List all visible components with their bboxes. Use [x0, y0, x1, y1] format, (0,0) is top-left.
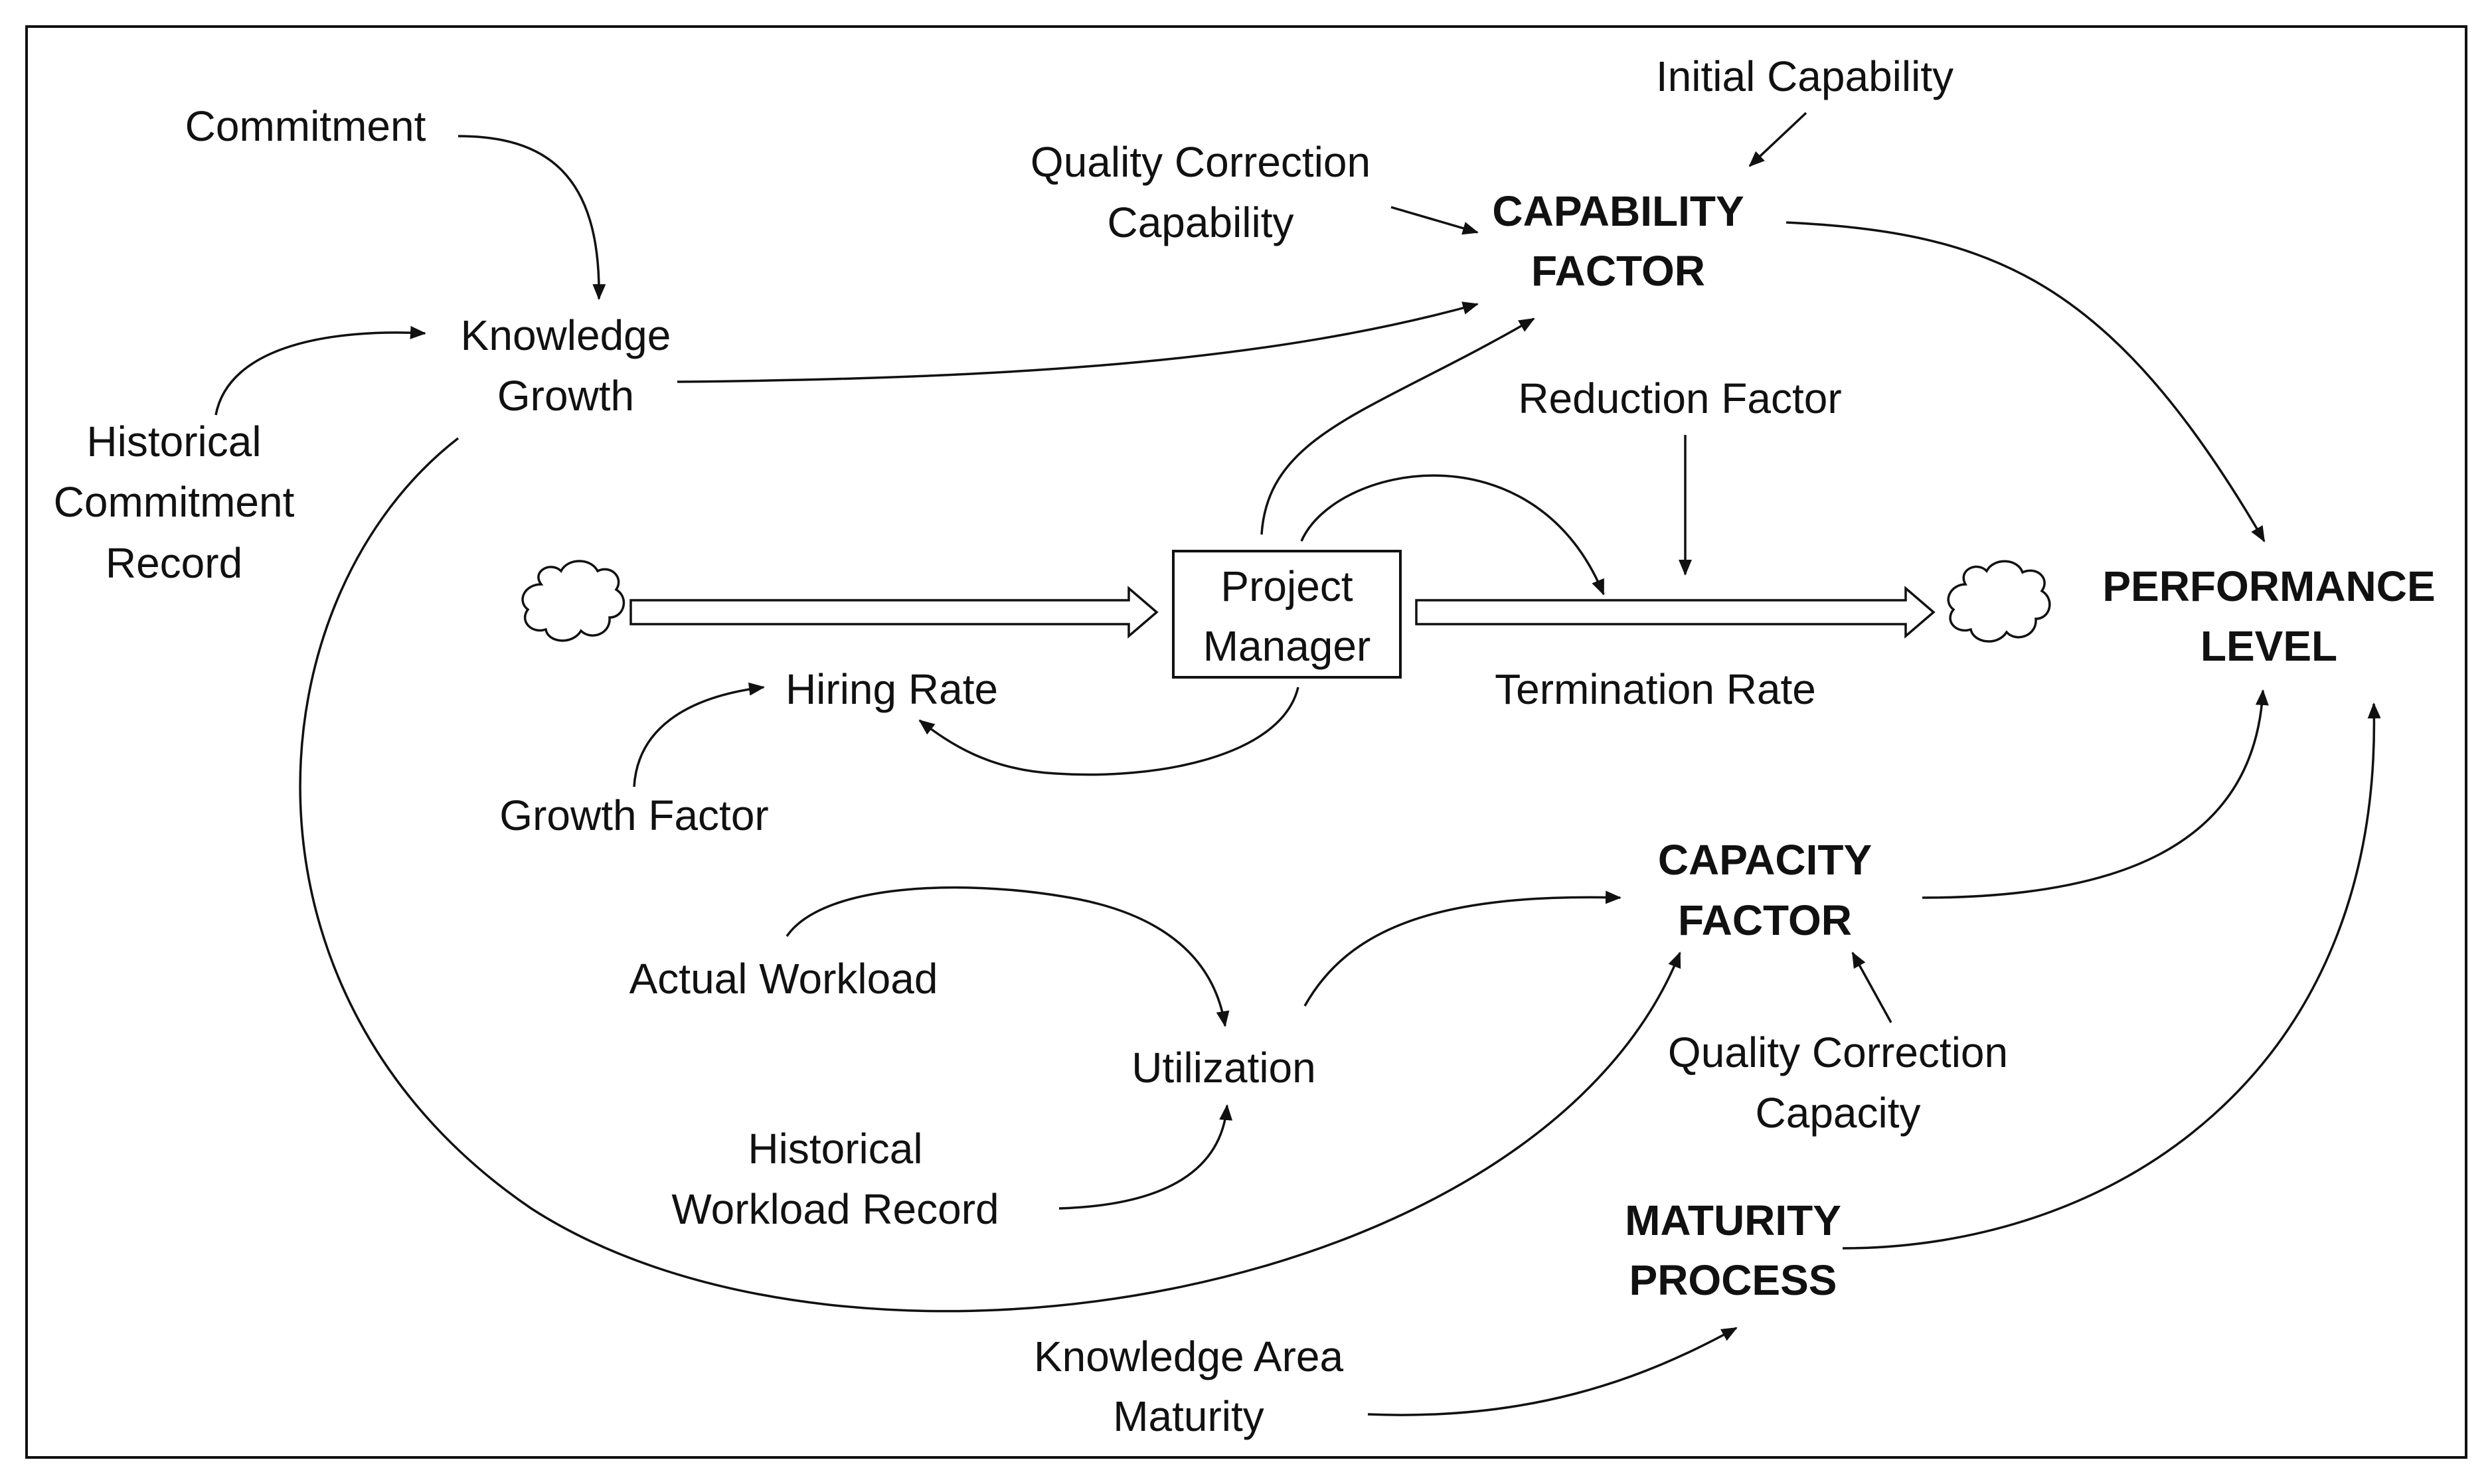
commitment-label: Commitment: [185, 102, 426, 150]
quality-correction-capacity-label-line2: Capacity: [1756, 1089, 1921, 1137]
hiring-rate-label: Hiring Rate: [786, 665, 998, 713]
link-quality-correction-capacity-to-capacity-factor: [1851, 951, 1892, 1023]
link-initial-capability-to-capability-factor: [1748, 112, 1807, 167]
link-project-manager-to-hiring-rate: [918, 687, 1299, 776]
knowledge-area-maturity-label-line2: Maturity: [1113, 1392, 1264, 1440]
quality-correction-capability-label-line2: Capability: [1107, 199, 1293, 246]
historical-commitment-record-label-line2: Commitment: [54, 478, 295, 526]
project-manager-label-line2: Manager: [1203, 622, 1371, 670]
reduction-factor-label: Reduction Factor: [1518, 374, 1841, 422]
link-historical-commitment-to-knowledge-growth: [214, 325, 426, 416]
link-commitment-to-knowledge-growth: [457, 135, 606, 300]
maturity-process-label-line1: MATURITY: [1625, 1196, 1841, 1244]
link-utilization-to-capacity-factor: [1303, 890, 1621, 1007]
quality-correction-capacity-label-line1: Quality Correction: [1668, 1029, 2008, 1076]
performance-level-label-line1: PERFORMANCE: [2102, 562, 2435, 610]
sink-cloud-icon: [1947, 560, 2051, 643]
knowledge-area-maturity-label-line1: Knowledge Area: [1034, 1333, 1344, 1380]
link-historical-workload-to-utilization: [1058, 1104, 1233, 1210]
link-actual-workload-to-utilization: [786, 886, 1230, 1027]
maturity-process-label-line2: PROCESS: [1629, 1256, 1837, 1304]
termination-rate-label: Termination Rate: [1495, 665, 1816, 713]
link-project-manager-to-capability-factor: [1260, 317, 1535, 535]
link-capability-factor-to-performance-level: [1786, 221, 2266, 542]
knowledge-growth-label-line2: Growth: [497, 372, 634, 420]
diagram-frame: [25, 25, 2467, 1459]
project-manager-stock: [1172, 550, 1402, 679]
link-growth-factor-to-hiring-rate: [633, 682, 765, 787]
termination-flow-pipe: [1415, 586, 1936, 639]
link-maturity-process-to-performance-level: [1842, 702, 2381, 1250]
source-cloud-icon: [521, 560, 625, 642]
link-knowledge-growth-to-capability-factor: [677, 301, 1479, 383]
historical-commitment-record-label-line1: Historical: [86, 418, 261, 465]
knowledge-growth-label-line1: Knowledge: [461, 311, 671, 359]
project-manager-label-line1: Project: [1220, 562, 1353, 610]
link-capacity-factor-to-performance-level: [1922, 689, 2269, 899]
actual-workload-label: Actual Workload: [629, 955, 938, 1003]
link-knowledge-growth-to-capacity-factor: [299, 437, 1681, 1313]
historical-workload-record-label-line1: Historical: [748, 1125, 922, 1173]
link-quality-correction-capability-to-capability-factor: [1390, 206, 1479, 235]
utilization-label: Utilization: [1131, 1044, 1315, 1092]
link-knowledge-area-maturity-to-maturity-process: [1367, 1327, 1738, 1416]
capability-factor-label-line1: CAPABILITY: [1492, 187, 1744, 235]
capability-factor-label-line2: FACTOR: [1531, 247, 1705, 295]
capacity-factor-label-line1: CAPACITY: [1658, 836, 1872, 884]
historical-workload-record-label-line2: Workload Record: [671, 1185, 999, 1233]
historical-commitment-record-label-line3: Record: [106, 539, 242, 587]
quality-correction-capability-label-line1: Quality Correction: [1031, 138, 1371, 186]
growth-factor-label: Growth Factor: [499, 791, 768, 839]
capacity-factor-label-line2: FACTOR: [1678, 896, 1852, 944]
link-project-manager-to-termination-rate: [1300, 474, 1605, 596]
performance-level-label-line2: LEVEL: [2201, 622, 2337, 670]
hiring-flow-pipe: [629, 586, 1159, 639]
initial-capability-label: Initial Capability: [1656, 52, 1953, 100]
